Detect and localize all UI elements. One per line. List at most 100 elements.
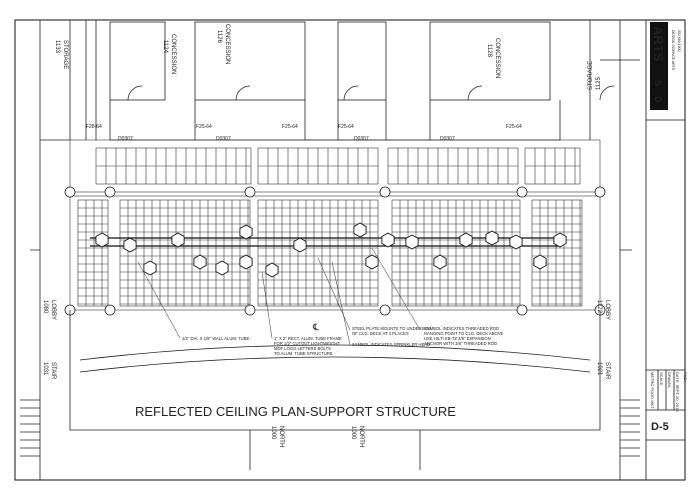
hanging-point-hex <box>215 260 229 276</box>
plan-notes: 1/2" DIA. X 1/8" WALL ALUM. TUBE 1" X 2"… <box>182 326 504 356</box>
room-north-1-num: 1000 <box>270 426 276 440</box>
hanging-point-hex <box>553 232 567 248</box>
brand-letter-s: S <box>653 80 663 86</box>
hanging-point-hex <box>265 262 279 278</box>
hanging-point-hex <box>405 234 419 250</box>
hanging-point-hex <box>239 254 253 270</box>
upper-rooms <box>39 20 640 141</box>
room-concession-mid: CONCESSION <box>224 24 230 64</box>
lower-walls <box>20 140 640 480</box>
hanging-point-hex <box>459 232 473 248</box>
room-storage-left: STORAGE <box>62 40 68 69</box>
room-concession-right: CONCESSION <box>494 38 500 78</box>
tag-d1: D0307 <box>118 136 133 142</box>
fixture-tags: F28-64 F25-64 F25-64 F25-64 F25-64 D0307… <box>86 124 522 142</box>
hanging-point-hex <box>365 254 379 270</box>
note-steel-plate-2: OF CLG. DECK AT 4 PLACES <box>352 331 409 336</box>
room-lobby-right-num: 1122 <box>596 300 602 314</box>
room-stair-right: STAIR <box>604 362 610 380</box>
note-rod-1: SYMBOL INDICATES THREADED ROD <box>424 326 499 331</box>
hanging-point-hex <box>433 254 447 270</box>
hanging-point-hex <box>239 224 253 240</box>
note-rod-2: HANGING POINT TO CLG. DECK ABOVE <box>424 331 504 336</box>
room-concession-mid-num: 1126 <box>216 30 222 44</box>
room-stair-left: STAIR <box>50 362 56 380</box>
hanging-point-hex <box>95 232 109 248</box>
room-concession-left: CONCESSION <box>170 34 176 74</box>
tb-row-date: DATE: SEPT 20, 2013 <box>675 372 680 412</box>
column <box>516 186 528 198</box>
centerline-symbol: ℄ <box>312 322 319 332</box>
tag-f28: F28-64 <box>86 124 102 130</box>
tb-row-scale: SCALE: <box>659 372 664 386</box>
note-sprinkler: SYMBOL INDICATES SPRINKLER HEAD <box>352 342 430 347</box>
drawing-title: REFLECTED CEILING PLAN-SUPPORT STRUCTURE <box>135 404 456 419</box>
tag-f25a: F25-64 <box>196 124 212 130</box>
column <box>516 304 528 316</box>
note-alum-tube: 1/2" DIA. X 1/8" WALL ALUM. TUBE <box>182 336 249 341</box>
hanging-point-hex <box>353 222 367 238</box>
column <box>244 186 256 198</box>
hanging-point-hex <box>485 230 499 246</box>
room-north-1: NORTH <box>278 426 284 447</box>
brand-word: ARTS <box>651 26 666 62</box>
title-block-fields: METRO FOOD MKT SCALE: DRAWN: DATE: SEPT … <box>650 372 688 412</box>
room-lobby-left-num: 1080 <box>42 300 48 314</box>
room-concession-left-num: 1124 <box>162 40 168 54</box>
hanging-point-hex <box>293 237 307 253</box>
room-storage-left-num: 1133 <box>54 40 60 54</box>
tag-f25c: F25-64 <box>338 124 354 130</box>
note-rect-frame-2: FOR 1/2" CUTOUT LIGHTWEIGHT <box>274 341 340 346</box>
tag-d3: D0307 <box>354 136 369 142</box>
brand-contact-2: 352.680.1000 <box>677 30 681 51</box>
note-rect-frame-4: TO ALUM. TUBE STRUCTURE <box>274 351 333 356</box>
hanging-point-hex <box>143 260 157 276</box>
upper-ceiling-band <box>69 139 601 193</box>
room-stair-left-num: 1031 <box>42 362 48 376</box>
room-north-2-num: 1000 <box>350 426 356 440</box>
room-north-2: NORTH <box>358 426 364 447</box>
hanging-point-hex <box>381 232 395 248</box>
room-lobby-left: LOBBY <box>50 300 56 320</box>
column <box>594 186 606 198</box>
note-rod-3: USE HILTI KB-TZ 3/8" EXPANSION <box>424 336 491 341</box>
note-leaders <box>137 247 421 346</box>
hanging-point-hex <box>509 234 523 250</box>
room-labels: CONCESSION 1124 CONCESSION 1126 CONCESSI… <box>42 24 610 447</box>
room-storage-right-num: 1125 <box>596 76 602 90</box>
room-storage-right: STORAGE <box>588 61 594 90</box>
note-rod-4: ANCHOR WITH 3/8" THREADED ROD <box>424 341 497 346</box>
support-structure <box>90 222 567 278</box>
tb-row-drawn: DRAWN: <box>667 372 672 388</box>
structural-columns <box>64 186 606 316</box>
column <box>104 186 116 198</box>
hanging-point-hex <box>193 254 207 270</box>
hanging-point-hex <box>123 237 137 253</box>
hanging-point-hex <box>533 254 547 270</box>
column <box>379 304 391 316</box>
column <box>64 186 76 198</box>
room-lobby-right: LOBBY <box>604 300 610 320</box>
main-ceiling-grid <box>69 195 601 311</box>
column <box>244 304 256 316</box>
room-stair-right-num: 1021 <box>596 362 602 376</box>
tag-f25b: F25-64 <box>282 124 298 130</box>
brand-contact-1: DESIGN SCIENCE ARTS <box>671 30 675 71</box>
tag-f25d: F25-64 <box>506 124 522 130</box>
brand-letter-d: D <box>653 96 663 103</box>
column <box>379 186 391 198</box>
title-block <box>645 19 686 481</box>
project-name: METRO FOOD MKT <box>650 372 655 409</box>
note-steel-plate-1: STEEL PLATE MOUNTS TO UNDERSIDE <box>352 326 431 331</box>
tag-d2: D0307 <box>216 136 231 142</box>
note-rect-frame-3: MDF LOGO LETTERS BOLTS <box>274 346 331 351</box>
brand-logo: ARTS D S DESIGN SCIENCE ARTS 352.680.100… <box>650 22 681 110</box>
tb-row-file: FILE: <box>683 372 688 382</box>
tag-d4: D0307 <box>440 136 455 142</box>
hanging-point-hex <box>171 232 185 248</box>
note-rect-frame-1: 1" X 2" RECT. ALUM. TUBE FRAME <box>274 336 342 341</box>
sheet-number: D-5 <box>651 421 669 433</box>
room-concession-right-num: 1128 <box>486 44 492 58</box>
column <box>104 304 116 316</box>
